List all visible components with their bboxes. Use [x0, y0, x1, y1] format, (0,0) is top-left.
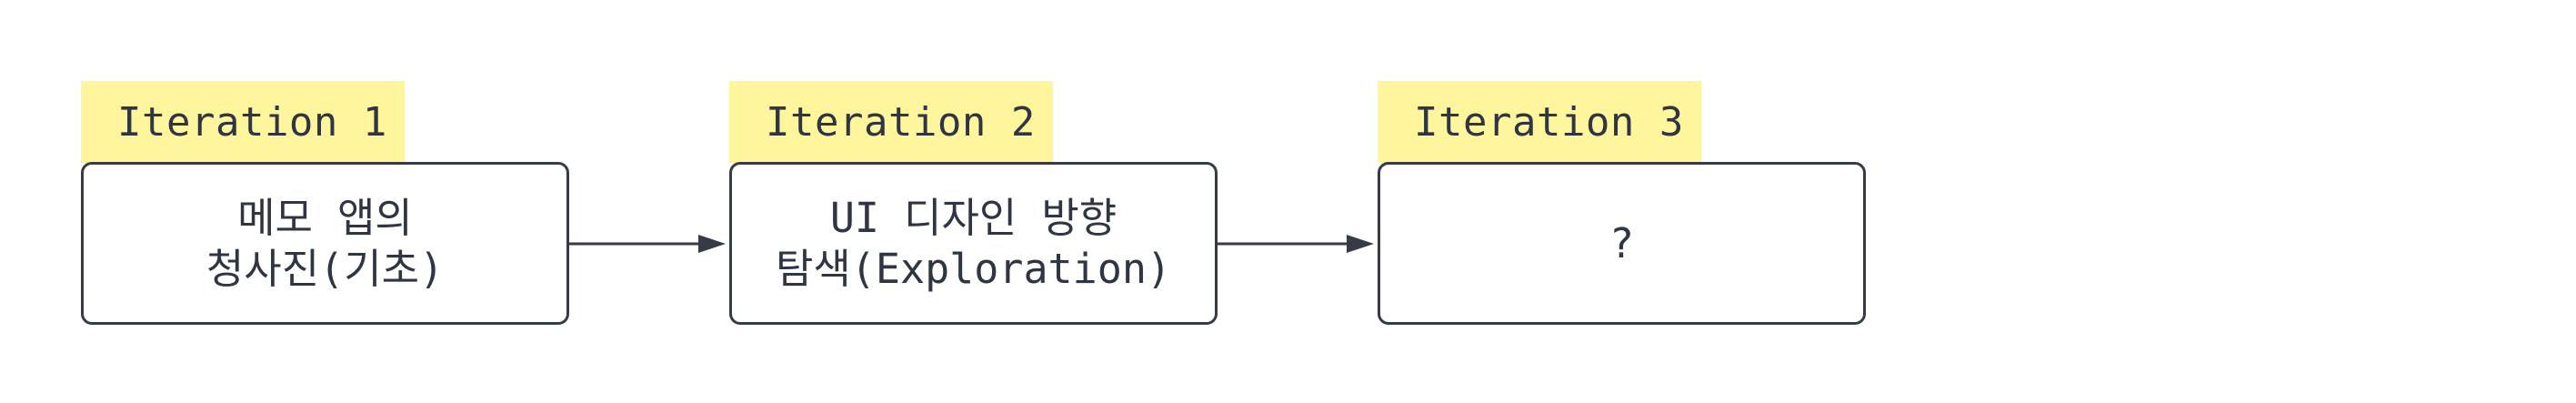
arrow-1-to-2 — [569, 235, 726, 253]
arrow-2-to-3 — [1218, 235, 1374, 253]
iteration-3-box: ? — [1378, 162, 1866, 325]
iteration-2-tag: Iteration 2 — [729, 81, 1053, 163]
iteration-2-box: UI 디자인 방향 탐색(Exploration) — [729, 162, 1218, 325]
iteration-1-text: 메모 앱의 청사진(기초) — [205, 193, 445, 293]
iteration-1-box: 메모 앱의 청사진(기초) — [81, 162, 569, 325]
iteration-3-tag: Iteration 3 — [1378, 81, 1701, 163]
iteration-1-tag: Iteration 1 — [81, 81, 405, 163]
iteration-2-text: UI 디자인 방향 탐색(Exploration) — [776, 193, 1171, 293]
iteration-3-text: ? — [1609, 218, 1635, 267]
